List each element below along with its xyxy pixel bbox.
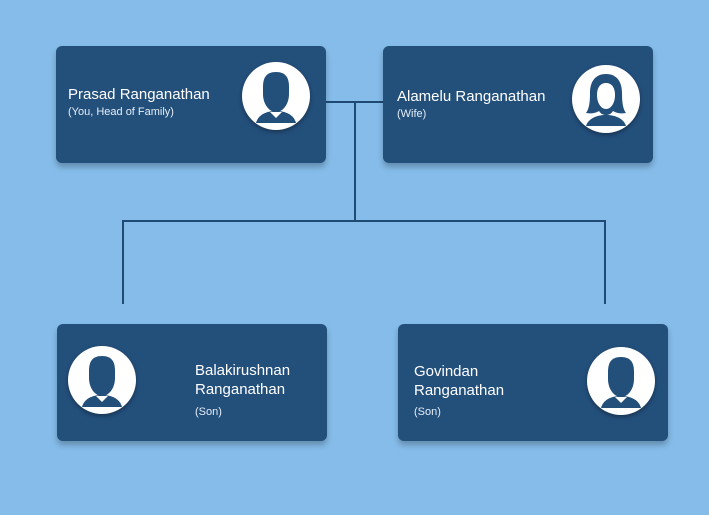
member-name-line2: Ranganathan <box>414 382 505 399</box>
female-avatar-icon <box>572 65 640 133</box>
member-role: (Son) <box>195 406 222 418</box>
child-right-connector <box>604 220 606 304</box>
member-name: Alamelu Ranganathan <box>397 88 546 105</box>
male-avatar-icon <box>587 347 655 415</box>
member-name-line1: Balakirushnan <box>195 362 291 379</box>
member-name-line2: Ranganathan <box>195 381 286 398</box>
member-role: (Son) <box>414 406 441 418</box>
member-name: Prasad Ranganathan <box>68 86 210 103</box>
member-card-balakirushnan[interactable]: Balakirushnan Ranganathan (Son) <box>57 324 327 441</box>
male-avatar-icon <box>242 62 310 130</box>
member-name-line1: Govindan <box>414 363 479 380</box>
member-card-prasad[interactable]: Prasad Ranganathan (You, Head of Family) <box>56 46 326 163</box>
member-card-alamelu[interactable]: Alamelu Ranganathan (Wife) <box>383 46 653 163</box>
member-role: (Wife) <box>397 108 427 120</box>
member-role: (You, Head of Family) <box>68 106 174 118</box>
children-bar <box>122 220 606 222</box>
descent-connector <box>354 101 356 221</box>
male-avatar-icon <box>68 346 136 414</box>
child-left-connector <box>122 220 124 304</box>
member-card-govindan[interactable]: Govindan Ranganathan (Son) <box>398 324 668 441</box>
